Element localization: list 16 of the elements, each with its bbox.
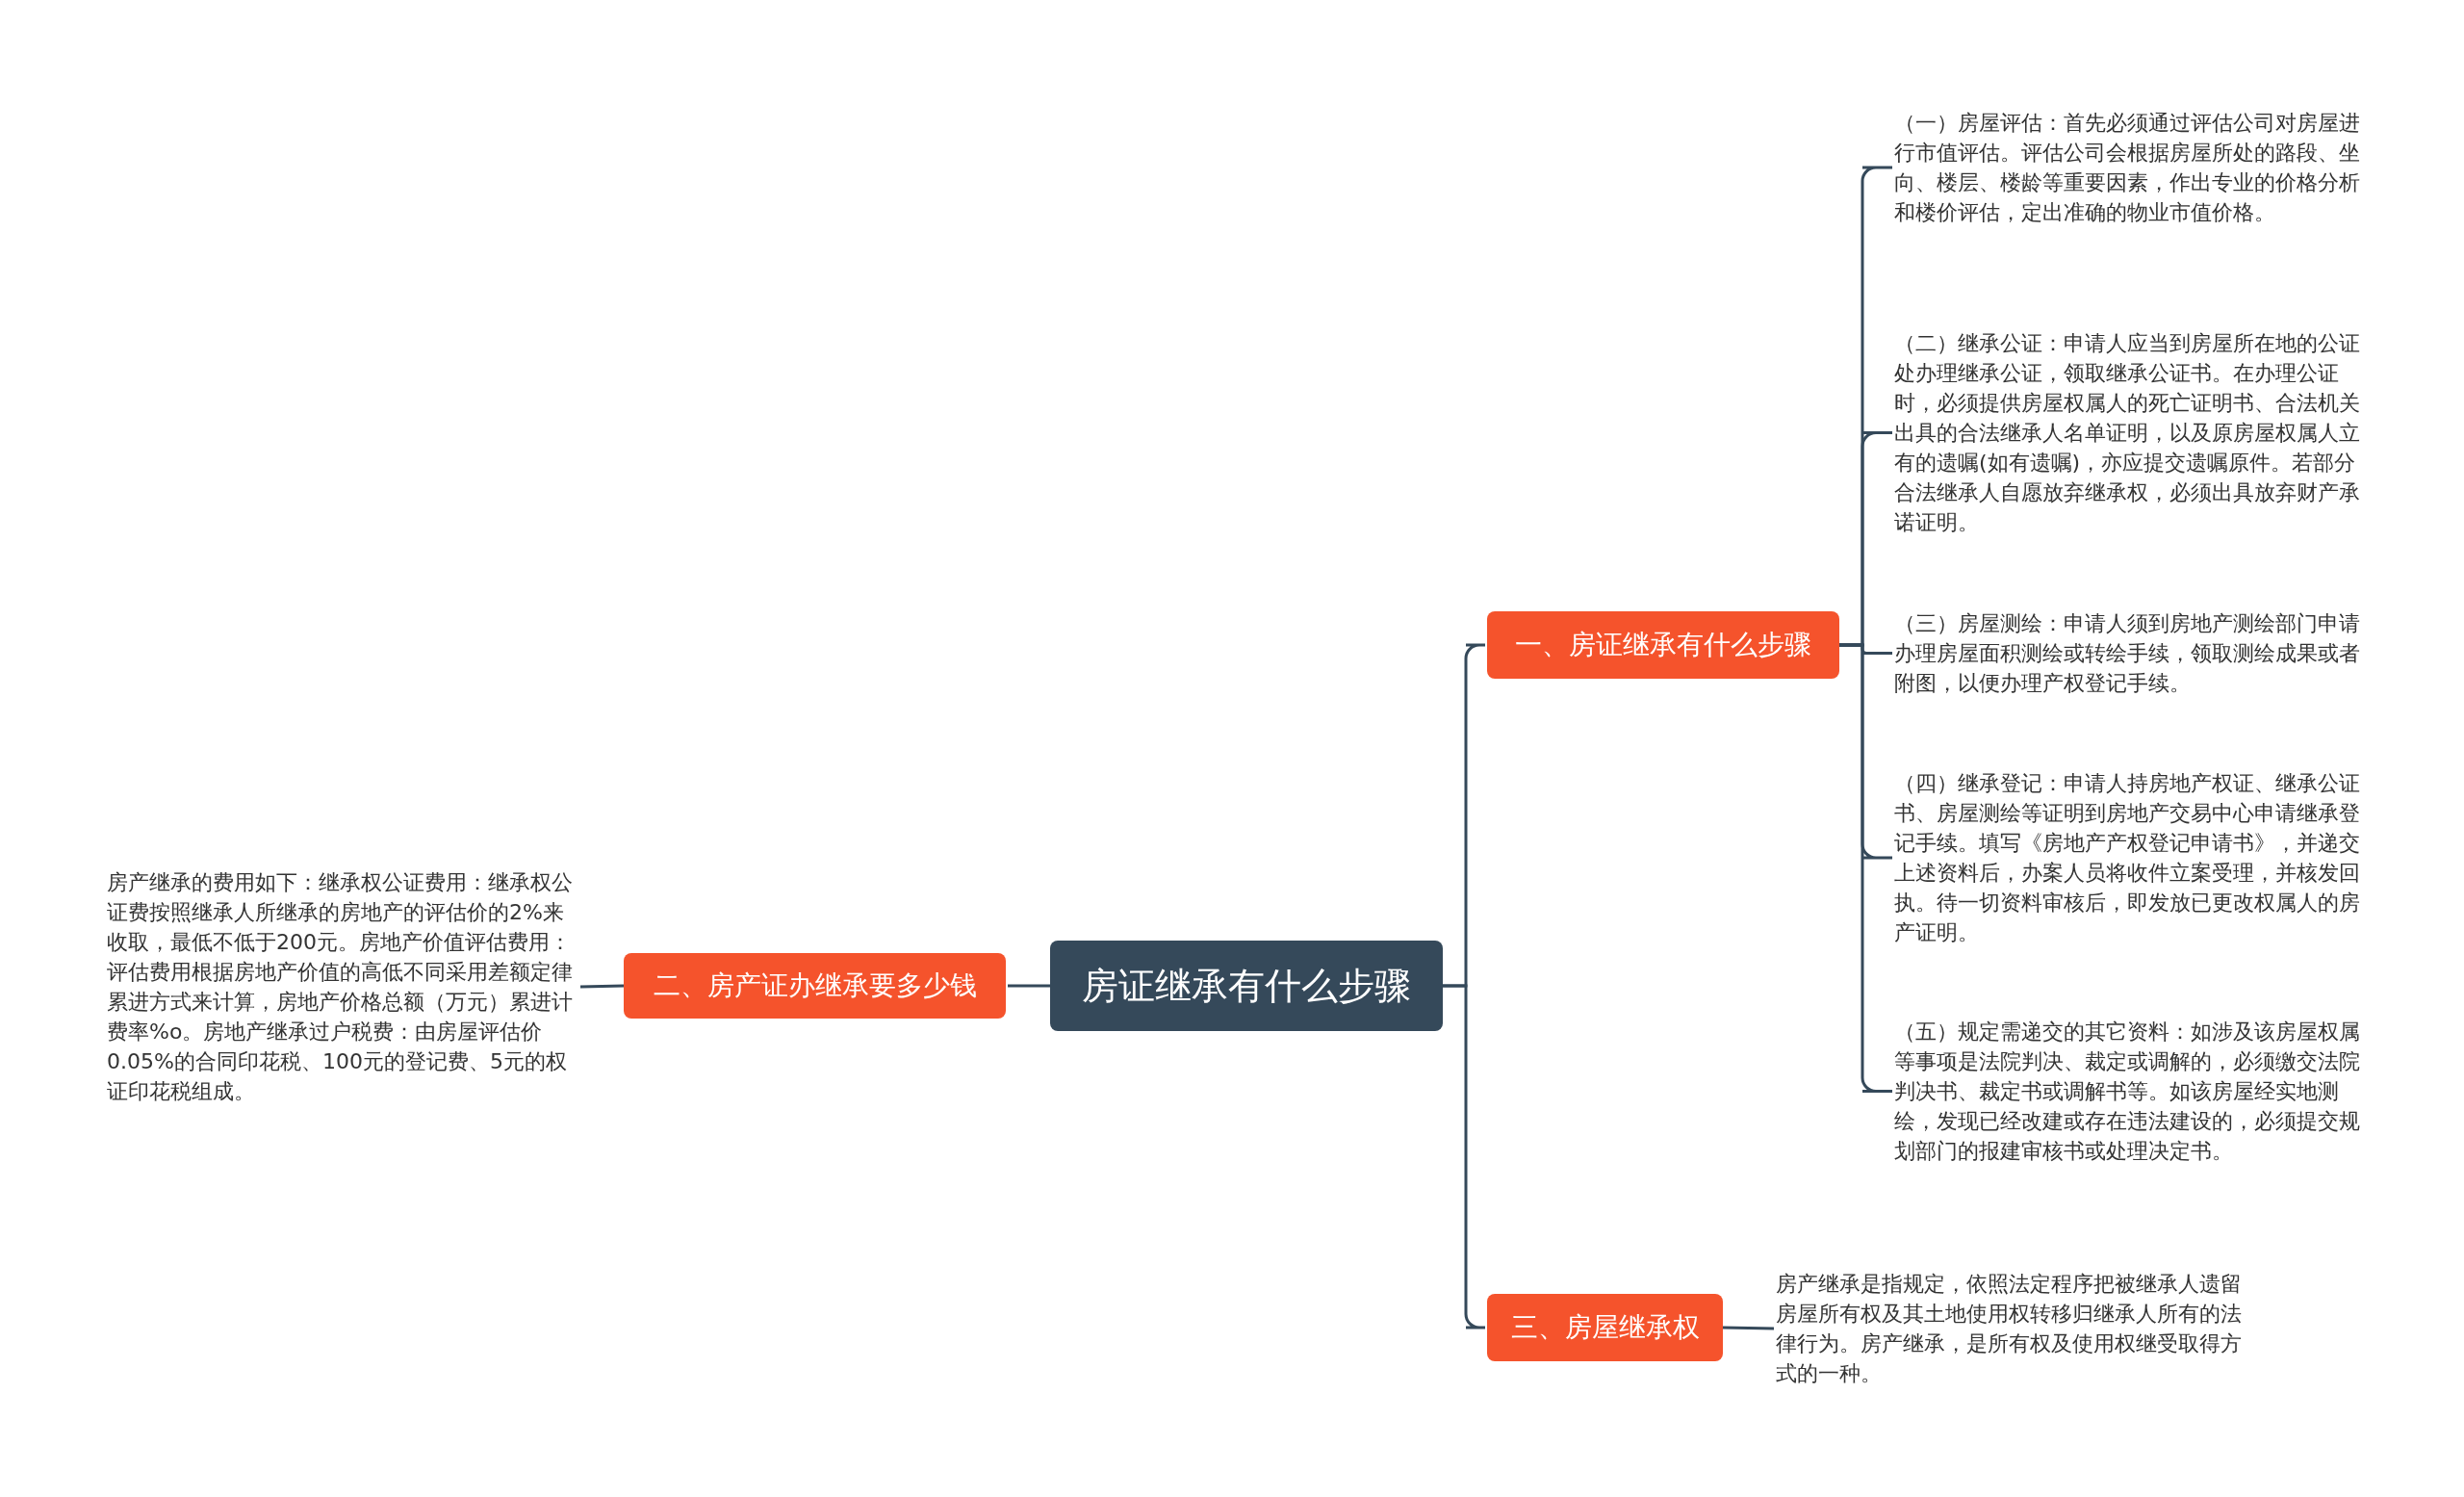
topic-text: （四）继承登记：申请人持房地产权证、继承公证书、房屋测绘等证明到房地产交易中心申请继承登记手续。填写《房地产产权登记申请书》，并递交上述资料后，办案人员将收件立案受理，并核发回执。待一切资料审核后，即发放已更改权属人的房产证明。 (1894, 768, 2366, 947)
connector-line (1008, 984, 1050, 988)
connector-line (1839, 643, 1892, 1093)
topic-text: （五）规定需递交的其它资料：如涉及该房屋权属等事项是法院判决、裁定或调解的，必须缴交法院判决书、裁定书或调解书等。如该房屋经实地测绘，发现已经改建或存在违法建设的，必须提交规划部门的报建审核书或处理决定书。 (1894, 1017, 2366, 1166)
central-topic: 房证继承有什么步骤 (1050, 941, 1443, 1031)
connector-line (1443, 984, 1485, 1329)
topic-text: 房产继承是指规定，依照法定程序把被继承人遗留房屋所有权及其土地使用权转移归继承人所有的法律行为。房产继承，是所有权及使用权继受取得方式的一种。 (1776, 1269, 2247, 1388)
branch-topic: 二、房产证办继承要多少钱 (624, 953, 1006, 1019)
connector-line (579, 984, 625, 989)
topic-text: （二）继承公证：申请人应当到房屋所在地的公证处办理继承公证，领取继承公证书。在办理公证时，必须提供房屋权属人的死亡证明书、合法机关出具的合法继承人名单证明，以及原房屋权属人立有的遗嘱(如有遗嘱)，亦应提交遗嘱原件。若部分合法继承人自愿放弃继承权，必须出具放弃财产承诺证明。 (1894, 328, 2366, 537)
topic-text: （三）房屋测绘：申请人须到房地产测绘部门申请办理房屋面积测绘或转绘手续，领取测绘成果或者附图，以便办理产权登记手续。 (1894, 608, 2366, 698)
branch-topic: 一、房证继承有什么步骤 (1487, 611, 1839, 679)
topic-text: （一）房屋评估：首先必须通过评估公司对房屋进行市值评估。评估公司会根据房屋所处的路段、坐向、楼层、楼龄等重要因素，作出专业的价格分析和楼价评估，定出准确的物业市值价格。 (1894, 108, 2366, 227)
branch-topic: 三、房屋继承权 (1487, 1294, 1723, 1361)
connector-line (1722, 1326, 1775, 1330)
topic-text: 房产继承的费用如下：继承权公证费用：继承权公证费按照继承人所继承的房地产的评估价的2%来收取，最低不低于200元。房地产价值评估费用：评估费用根据房地产价值的高低不同采用差额定律累进方式来计算，房地产价格总额（万元）累进计费率%o。房地产继承过户税费：由房屋评估价0.05%的合同印花税、100元的登记费、5元的权证印花税组成。 (107, 867, 578, 1106)
